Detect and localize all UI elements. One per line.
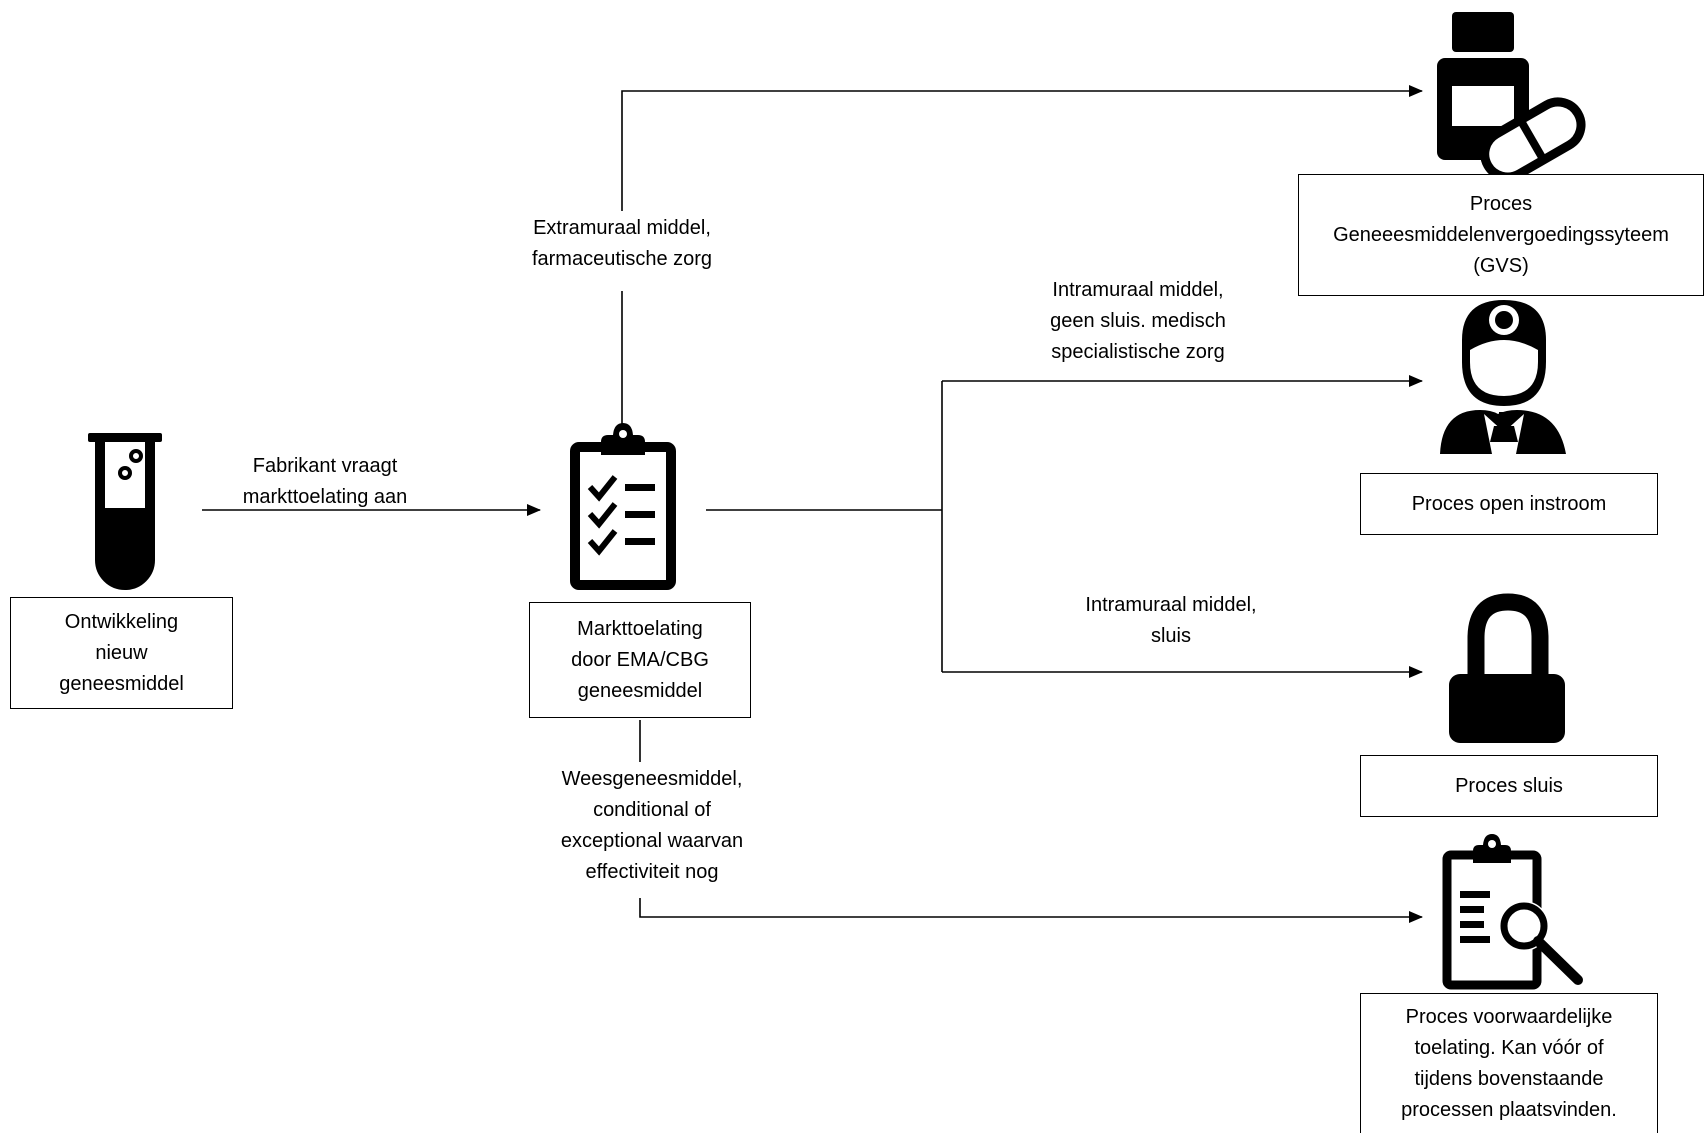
doctor-icon <box>1440 300 1566 454</box>
node-open-inflow: Proces open instroom <box>1360 473 1658 535</box>
node-development-label: Ontwikkeling nieuw geneesmiddel <box>59 610 184 695</box>
node-lock-label: Proces sluis <box>1455 774 1563 797</box>
padlock-icon <box>1449 593 1565 743</box>
node-gvs-label: Proces Geneeesmiddelenvergoedingssyteem … <box>1333 192 1669 277</box>
node-development: Ontwikkeling nieuw geneesmiddel <box>10 597 233 709</box>
edge-label-manufacturer: Fabrikant vraagt markttoelating aan <box>242 455 408 508</box>
node-open-inflow-label: Proces open instroom <box>1411 492 1607 515</box>
node-gvs: Proces Geneeesmiddelenvergoedingssyteem … <box>1298 174 1704 296</box>
node-conditional-label: Proces voorwaardelijke toelating. Kan vó… <box>1401 1005 1617 1121</box>
clipboard-search-icon <box>1442 834 1583 990</box>
node-lock: Proces sluis <box>1360 755 1658 817</box>
node-conditional: Proces voorwaardelijke toelating. Kan vó… <box>1360 993 1658 1133</box>
clipboard-checklist-icon <box>570 423 676 590</box>
edge-label-orphan: Weesgeneesmiddel, conditional of excepti… <box>532 762 772 898</box>
medicine-bottle-pill-icon <box>1437 12 1586 182</box>
edge-label-intramural-lock: Intramuraal middel, sluis <box>1085 594 1257 647</box>
edge-label-extramural: Extramuraal middel, farmaceutische zorg <box>512 211 732 291</box>
test-tube-icon <box>88 433 162 590</box>
node-market-approval-label: Markttoelating door EMA/CBG geneesmiddel <box>571 617 709 702</box>
arrow-extramural <box>621 85 1423 426</box>
edge-label-intramural-no-lock: Intramuraal middel, geen sluis. medisch … <box>1050 279 1226 363</box>
node-market-approval: Markttoelating door EMA/CBG geneesmiddel <box>529 602 751 718</box>
